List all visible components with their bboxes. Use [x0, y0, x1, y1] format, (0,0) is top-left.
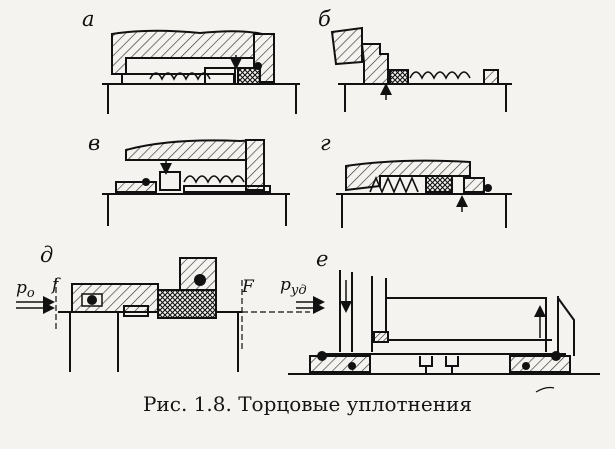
seat	[463, 177, 485, 193]
o-ring	[484, 184, 492, 192]
housing	[330, 26, 363, 66]
panel-b: б	[318, 7, 512, 112]
panel-g-label: г	[320, 131, 331, 155]
center-keys	[419, 356, 459, 374]
shaft	[336, 193, 512, 228]
o-ring	[87, 295, 97, 305]
mark	[535, 386, 555, 393]
o-ring	[317, 351, 327, 361]
spring	[409, 71, 471, 80]
panel-a-label: а	[82, 7, 95, 31]
F-label: F	[241, 277, 255, 297]
o-ring	[522, 362, 530, 370]
sleeve	[183, 185, 271, 193]
seat-right	[509, 355, 571, 373]
o-ring	[551, 351, 561, 361]
spring	[183, 175, 245, 184]
seal-ring	[389, 69, 409, 85]
seal-ring	[425, 175, 453, 193]
panel-g: г	[320, 131, 512, 228]
figure-caption: Рис. 1.8. Торцовые уплотнения	[142, 392, 473, 416]
panel-b-label: б	[318, 7, 331, 31]
housing-end	[245, 139, 265, 191]
spring-stop	[483, 69, 499, 85]
seal-ring	[373, 331, 389, 343]
f-label: f	[50, 275, 61, 295]
housing	[125, 138, 259, 161]
spring	[369, 175, 419, 195]
shaft	[58, 311, 242, 372]
spring	[149, 72, 211, 81]
panel-e: е pуд	[280, 247, 600, 393]
housing	[345, 159, 471, 192]
ring-holder	[204, 67, 236, 85]
panel-v-label: в	[88, 131, 100, 155]
shaft	[338, 83, 512, 112]
casing	[339, 270, 552, 352]
sleeve	[123, 305, 149, 317]
shaft	[102, 193, 290, 226]
o-ring	[142, 178, 150, 186]
p0-label: po	[16, 278, 35, 301]
seal-ring	[159, 171, 181, 191]
o-ring	[254, 62, 262, 70]
panel-e-label: е	[316, 247, 328, 271]
sleeve	[121, 73, 235, 85]
o-ring	[348, 362, 356, 370]
seal-ring	[237, 67, 261, 85]
seat	[115, 181, 157, 193]
panel-a: а	[82, 7, 300, 114]
seal-ring	[157, 289, 217, 319]
seat	[360, 43, 389, 85]
panel-d-label: д	[40, 243, 53, 267]
shaft	[102, 83, 300, 114]
o-ring	[194, 274, 206, 286]
casing-right	[545, 296, 575, 356]
pud-label: pуд	[280, 275, 307, 298]
panel-v: в	[88, 131, 290, 226]
panel-d: д po f F	[16, 243, 310, 372]
